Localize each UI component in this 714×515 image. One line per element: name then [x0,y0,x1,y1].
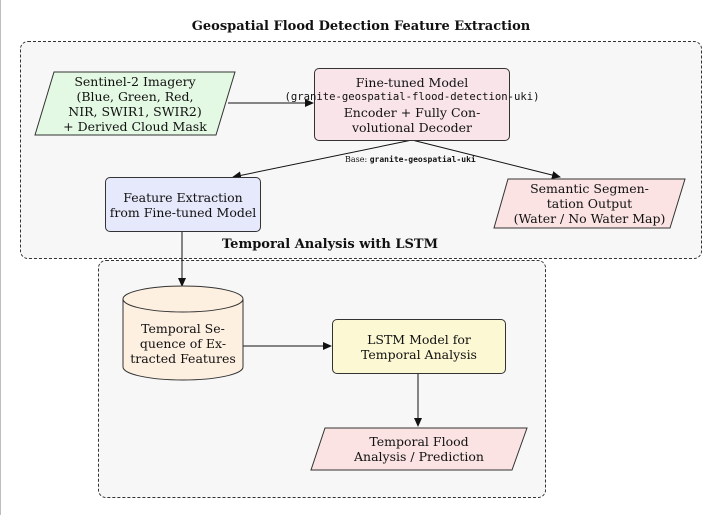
diagram-title: Geospatial Flood Detection Feature Extra… [191,19,531,34]
sequence-label-line: quence of Ex- [139,335,227,351]
input-label-line: (Blue, Green, Red, [76,88,194,104]
segmentation-label-line: (Water / No Water Map) [513,211,666,226]
arrow-model-to-feature [232,139,413,180]
segmentation-output-node: Semantic Segmen- tation Output (Water / … [493,178,686,229]
feature-label-line: Feature Extraction [123,189,243,205]
feature-label-line: from Fine-tuned Model [109,204,257,220]
prediction-label-line: Temporal Flood [369,434,469,449]
flood-prediction-shape [310,427,528,471]
model-label-line: Fine-tuned Model [355,74,469,90]
cylinder-database-shape [122,285,244,381]
input-label-line: Sentinel-2 Imagery [74,73,196,89]
left-edge-line [0,0,1,515]
model-label-line: Encoder + Fully Con- [343,104,481,120]
base-model-edge-label: Base: granite-geospatial-uki [345,155,476,164]
model-label-line: volutional Decoder [352,119,472,135]
input-imagery-node: Sentinel-2 Imagery (Blue, Green, Red, NI… [34,71,236,136]
temporal-sequence-node: Temporal Se- quence of Ex- tracted Featu… [122,285,244,381]
sequence-label-line: tracted Features [130,350,236,366]
segmentation-output-shape [493,178,686,229]
flood-prediction-label: Temporal Flood Analysis / Prediction [310,427,528,471]
lstm-label-line: LSTM Model for [367,331,471,347]
input-imagery-shape [34,71,236,136]
segmentation-output-label: Semantic Segmen- tation Output (Water / … [493,178,686,229]
sequence-label-line: Temporal Se- [141,320,225,336]
input-label-line: + Derived Cloud Mask [63,118,207,134]
feature-extraction-node: Feature Extraction from Fine-tuned Model [105,177,261,232]
fine-tuned-model-node: Fine-tuned Model (granite-geospatial-flo… [284,68,540,141]
segmentation-label-line: tation Output [546,196,633,211]
edge-label-code: granite-geospatial-uki [369,155,476,164]
lstm-label-line: Temporal Analysis [361,346,477,362]
model-identifier: (granite-geospatial-flood-detection-uki) [284,90,540,103]
input-label-line: NIR, SWIR1, SWIR2) [68,103,202,119]
prediction-label-line: Analysis / Prediction [354,449,484,464]
lstm-group-title: Temporal Analysis with LSTM [222,237,438,252]
temporal-sequence-label: Temporal Se- quence of Ex- tracted Featu… [122,295,244,391]
segmentation-label-line: Semantic Segmen- [530,181,649,196]
edge-label-prefix: Base: [345,155,370,164]
input-imagery-label: Sentinel-2 Imagery (Blue, Green, Red, NI… [34,71,236,136]
flood-prediction-node: Temporal Flood Analysis / Prediction [310,427,528,471]
lstm-model-node: LSTM Model for Temporal Analysis [332,319,506,374]
arrow-model-to-segmentation [411,139,561,179]
